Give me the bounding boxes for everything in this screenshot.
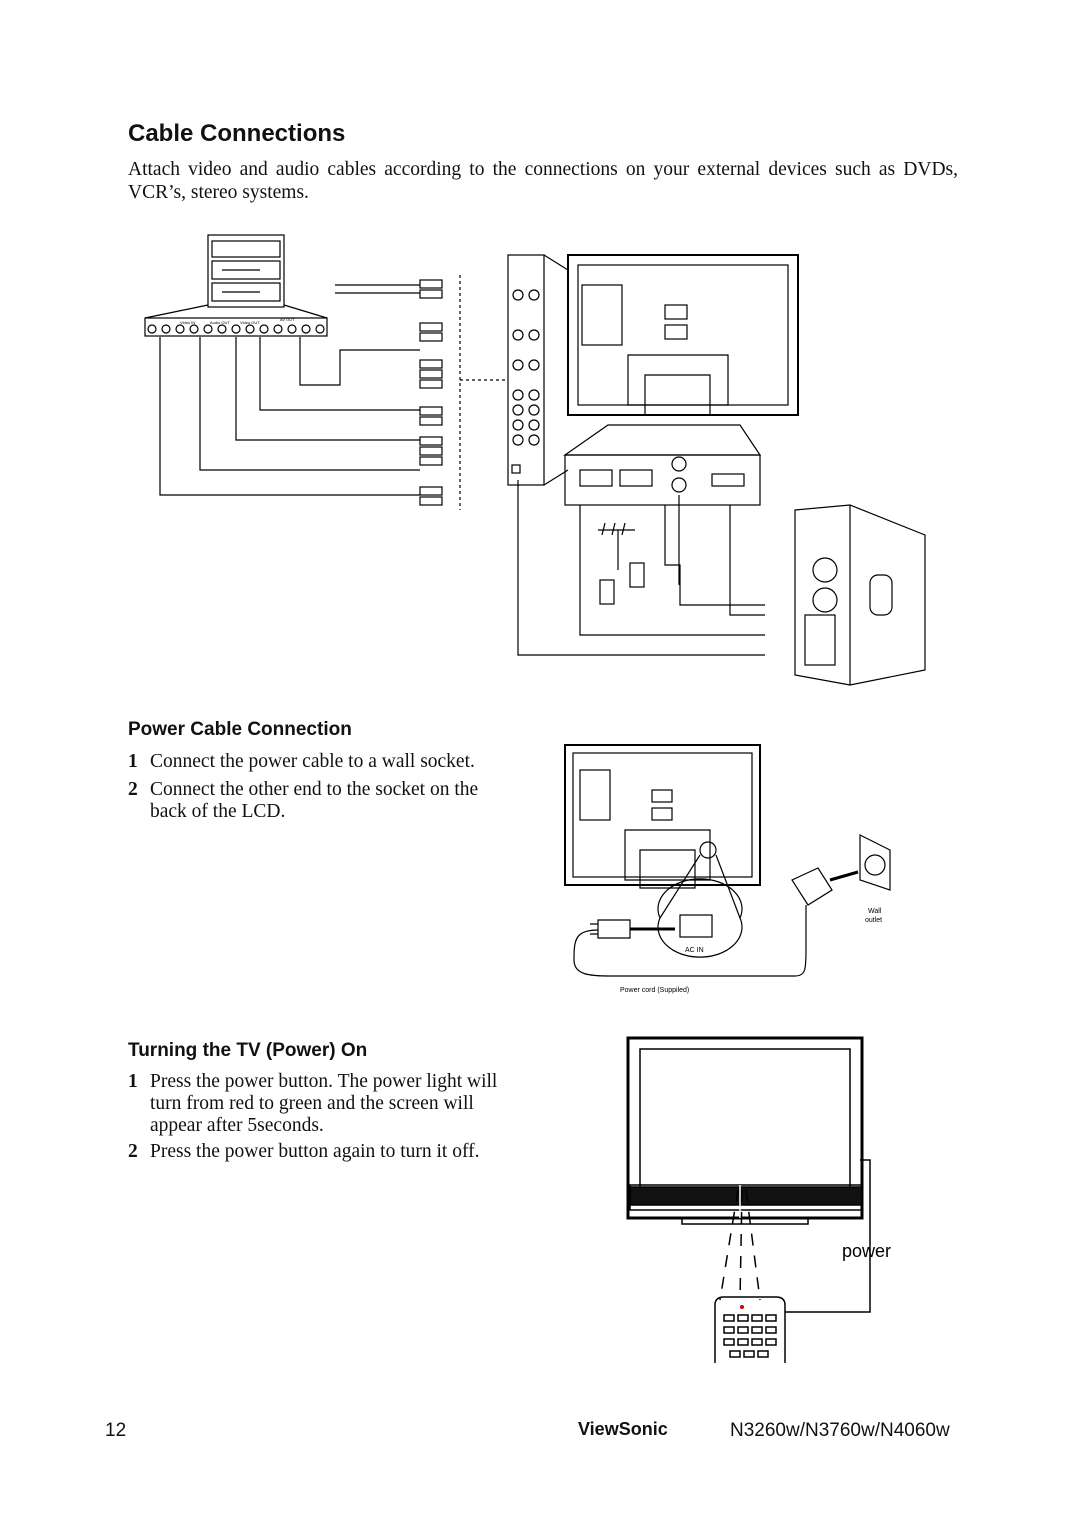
label-video-out: Video OUT <box>240 320 260 325</box>
intro-paragraph: Attach video and audio cables according … <box>128 159 958 203</box>
step-number: 2 <box>128 779 138 800</box>
page-title: Cable Connections <box>128 120 346 147</box>
tv-side-panel <box>507 254 569 486</box>
power-cable-steps: 1 Connect the power cable to a wall socke… <box>128 751 518 827</box>
page-number: 12 <box>105 1420 127 1441</box>
label-audio-out: Audio OUT <box>210 320 230 325</box>
pc-tower <box>794 504 926 686</box>
tv-rear-power <box>564 744 761 889</box>
rca-plugs <box>419 279 443 506</box>
brand-name: ViewSonic <box>578 1419 668 1439</box>
tv-bottom-connector-panel <box>563 424 762 506</box>
av-device-stack <box>207 234 285 308</box>
power-cable-heading: Power Cable Connection <box>128 719 352 740</box>
antenna <box>598 522 645 605</box>
cable-connection-diagram: Video IN Audio OUT Video OUT AV OUT <box>144 234 926 686</box>
step-item: 2 Press the power button again to turn it… <box>128 1141 508 1163</box>
step-item: 2 Connect the other end to the socket on … <box>128 779 518 823</box>
label-av-out: AV OUT <box>280 317 295 322</box>
wall-plug <box>791 867 833 906</box>
ac-in-inset <box>657 878 743 958</box>
magnifier-circle <box>699 841 717 859</box>
tv-power-diagram: power <box>626 1036 891 1363</box>
ac-in-label: AC IN <box>685 947 704 954</box>
ac-in-socket <box>679 914 713 938</box>
model-number: N3260w/N3760w/N4060w <box>730 1420 950 1441</box>
turn-on-steps: 1 Press the power button. The power light… <box>128 1071 508 1167</box>
step-text: Connect the power cable to a wall socket… <box>150 751 475 772</box>
outlet-label: outlet <box>865 917 882 924</box>
remote-control <box>714 1296 786 1363</box>
wall-outlet <box>859 834 891 891</box>
step-text: Press the power button again to turn it … <box>150 1141 480 1162</box>
step-item: 1 Press the power button. The power light… <box>128 1071 508 1137</box>
step-item: 1 Connect the power cable to a wall socke… <box>128 751 518 773</box>
power-label: power <box>842 1241 891 1261</box>
step-number: 1 <box>128 1071 138 1092</box>
turn-on-heading: Turning the TV (Power) On <box>128 1040 368 1061</box>
wall-label: Wall <box>868 908 882 915</box>
tv-stand <box>681 1217 809 1225</box>
label-video-in: Video IN <box>180 320 195 325</box>
power-cable-diagram: AC IN Wall outlet Power cord (Suppiled) <box>564 744 891 994</box>
tv-rear-view <box>567 254 799 416</box>
step-text: Connect the other end to the socket on t… <box>150 779 479 822</box>
av-device-jacks <box>147 324 325 334</box>
step-number: 1 <box>128 751 138 772</box>
power-plug <box>590 919 631 939</box>
step-number: 2 <box>128 1141 138 1162</box>
step-text: Press the power button. The power light … <box>150 1071 498 1136</box>
tv-screen <box>639 1048 851 1205</box>
av-device-back-panel <box>144 317 328 337</box>
power-cord-label: Power cord (Suppiled) <box>620 987 689 994</box>
